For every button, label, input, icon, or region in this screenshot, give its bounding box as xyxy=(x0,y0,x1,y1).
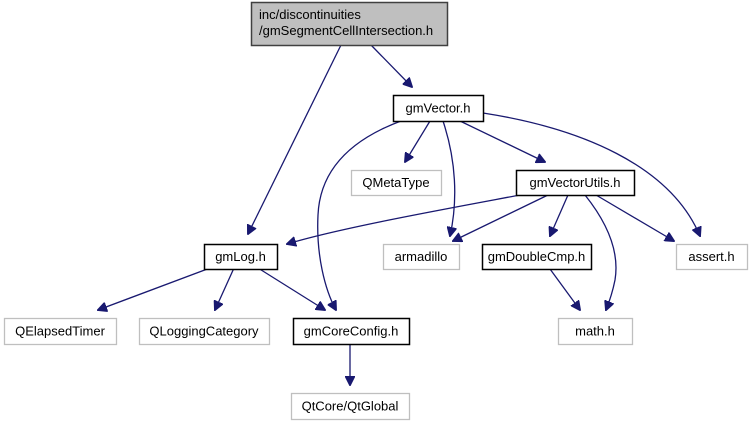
node-label: QLoggingCategory xyxy=(149,324,259,339)
edge-gmLog-to-QLoggingCategory xyxy=(215,267,235,310)
edge-gmDoubleCmp-to-math xyxy=(549,268,580,310)
node-box xyxy=(203,243,279,271)
edge-gmVectorUtils-to-gmLog xyxy=(287,194,521,244)
node-label: gmDoubleCmp.h xyxy=(488,249,586,264)
edge-gmVector-to-assert xyxy=(482,112,700,236)
node-box xyxy=(481,243,593,271)
node-assert: assert.h xyxy=(675,243,749,271)
edge-gmVector-to-armadillo xyxy=(442,120,455,236)
edge-gmVectorUtils-to-armadillo xyxy=(453,194,549,241)
node-label: gmCoreConfig.h xyxy=(304,324,399,339)
edge-gmVector-to-QMetaType xyxy=(405,120,431,162)
node-box xyxy=(292,317,411,346)
node-label: QElapsedTimer xyxy=(15,324,105,339)
edge-gmVectorUtils-to-math xyxy=(584,194,617,310)
node-box xyxy=(382,243,461,271)
node-label: armadillo xyxy=(395,249,448,264)
edge-gmLog-to-QElapsedTimer xyxy=(98,267,211,310)
node-root[interactable]: inc/discontinuities/gmSegmentCellInterse… xyxy=(250,1,449,47)
edge-gmVectorUtils-to-assert xyxy=(595,194,674,241)
node-label: math.h xyxy=(575,324,615,339)
node-label-line: inc/discontinuities xyxy=(259,7,361,22)
node-gmVectorUtils[interactable]: gmVectorUtils.h xyxy=(515,169,636,197)
node-QLoggingCategory: QLoggingCategory xyxy=(138,317,271,346)
node-box xyxy=(250,1,449,47)
node-gmLog[interactable]: gmLog.h xyxy=(203,243,279,271)
node-label: gmVectorUtils.h xyxy=(529,175,620,190)
node-QtGlobal: QtCore/QtGlobal xyxy=(290,392,411,421)
edge-gmVector-to-gmVectorUtils xyxy=(459,120,545,162)
edge-root-to-gmVector xyxy=(370,44,412,87)
node-QMetaType: QMetaType xyxy=(350,169,443,197)
nodes-layer: inc/discontinuities/gmSegmentCellInterse… xyxy=(3,1,749,421)
node-label: QMetaType xyxy=(362,175,429,190)
node-box xyxy=(350,169,443,197)
node-box xyxy=(557,317,634,346)
node-label-line: /gmSegmentCellIntersection.h xyxy=(259,23,433,38)
node-box xyxy=(290,392,411,421)
node-armadillo: armadillo xyxy=(382,243,461,271)
node-box xyxy=(675,243,749,271)
node-box xyxy=(515,169,636,197)
edges-layer xyxy=(98,44,700,385)
node-gmDoubleCmp[interactable]: gmDoubleCmp.h xyxy=(481,243,593,271)
node-label: gmVector.h xyxy=(405,101,470,116)
node-label: gmLog.h xyxy=(215,249,266,264)
edge-gmVectorUtils-to-gmDoubleCmp xyxy=(550,194,569,236)
node-QElapsedTimer: QElapsedTimer xyxy=(3,317,118,346)
node-label: QtCore/QtGlobal xyxy=(302,399,399,414)
node-box xyxy=(138,317,271,346)
node-gmVector[interactable]: gmVector.h xyxy=(392,94,485,123)
edge-root-to-gmLog xyxy=(248,44,342,234)
edge-gmVector-to-gmCoreConfig xyxy=(317,120,402,310)
edge-gmLog-to-gmCoreConfig xyxy=(257,267,325,310)
node-box xyxy=(3,317,118,346)
node-box xyxy=(392,94,485,123)
node-math: math.h xyxy=(557,317,634,346)
node-label: assert.h xyxy=(688,249,734,264)
node-gmCoreConfig[interactable]: gmCoreConfig.h xyxy=(292,317,411,346)
